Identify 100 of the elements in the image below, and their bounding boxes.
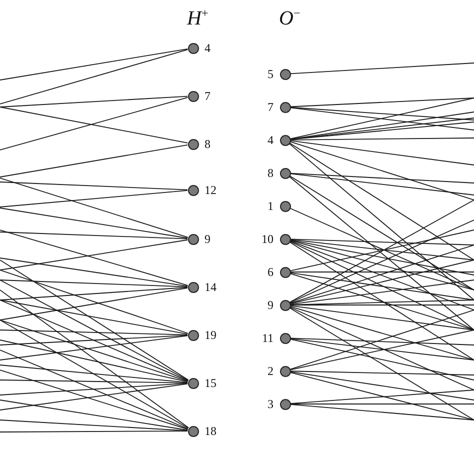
edge-line [290, 230, 474, 272]
edge-line [290, 280, 474, 305]
edge-line [290, 238, 474, 246]
edge-line [290, 98, 474, 140]
edge-line [290, 272, 474, 300]
node-label: 9 [204, 232, 210, 246]
edge-line [290, 306, 474, 360]
node-label: 9 [268, 298, 274, 312]
graph-node [268, 133, 290, 147]
edge-line [290, 138, 474, 140]
node-label: 14 [204, 280, 216, 294]
edge-line [0, 96, 188, 108]
graph-node [268, 166, 290, 180]
edge-line [290, 240, 474, 330]
edge-line [290, 338, 474, 380]
edge-line [0, 420, 188, 432]
edge-line [0, 232, 188, 240]
edge-line [290, 304, 474, 306]
edge-line [290, 240, 474, 276]
edge-line [0, 208, 188, 239]
graph-node [268, 67, 290, 81]
graph-node [188, 328, 216, 342]
edge-line [290, 338, 474, 346]
edge-line [0, 320, 188, 382]
graph-node [268, 199, 290, 213]
edge-line [290, 112, 474, 140]
node-label: 15 [204, 376, 216, 390]
edge-line [290, 106, 474, 120]
edge-line [290, 305, 474, 330]
column-heading: O$^{−}$ [279, 6, 300, 31]
edge-line [0, 178, 188, 238]
edge-line [0, 320, 189, 429]
edge-line [290, 240, 474, 310]
edge-line [0, 350, 188, 430]
edge-line [0, 190, 188, 208]
edge-line [0, 97, 188, 150]
node-label: 12 [204, 183, 216, 197]
edge-line [290, 370, 474, 376]
edge-line [290, 208, 474, 290]
edge-line [0, 335, 188, 360]
edge-line [0, 258, 188, 287]
edge-line [0, 300, 188, 382]
edge-line [290, 260, 474, 304]
node-label: 2 [268, 364, 274, 378]
node-label: 8 [204, 137, 210, 151]
graph-node [262, 331, 290, 345]
graph-node [268, 100, 290, 114]
edge-line [0, 380, 188, 384]
edge-line [290, 122, 474, 140]
edge-line [290, 338, 474, 360]
edge-line [0, 239, 188, 270]
node-label: 8 [268, 166, 274, 180]
edge-line [289, 200, 474, 303]
edge-line [290, 239, 474, 260]
edge-line [0, 48, 188, 80]
edge-line [0, 144, 188, 178]
edge-line [0, 280, 188, 288]
edge-line [290, 172, 474, 184]
node-label: 11 [262, 331, 274, 345]
graph-node [268, 364, 290, 378]
graph-node [188, 232, 210, 246]
graph-node [188, 137, 210, 151]
edge-line [289, 242, 474, 360]
edge-line [290, 140, 474, 166]
edge-line [290, 371, 474, 400]
edge-line [289, 142, 474, 260]
edge-line [0, 430, 188, 432]
node-label: 7 [204, 89, 210, 103]
edge-line [290, 62, 474, 74]
node-label: 4 [268, 133, 274, 147]
node-label: 7 [268, 100, 274, 114]
edge-line [0, 382, 188, 396]
node-label: 6 [268, 265, 274, 279]
edge-line [290, 107, 474, 130]
edge-line [0, 290, 189, 428]
graph-node [188, 183, 216, 197]
graph-node [268, 265, 290, 279]
edge-line [0, 286, 188, 300]
node-label: 5 [268, 67, 274, 81]
graph-node [268, 397, 290, 411]
edge-line [0, 364, 188, 383]
edge-line [0, 340, 188, 382]
node-label: 3 [268, 397, 274, 411]
graph-node [188, 424, 216, 438]
edge-line [0, 400, 188, 431]
edge-line [290, 220, 474, 304]
edge-line [290, 310, 474, 370]
node-label: 18 [204, 424, 216, 438]
edge-line [289, 175, 474, 290]
edge-line [290, 330, 474, 370]
edge-line [0, 300, 188, 334]
column-heading: H$^{+}$ [187, 6, 208, 31]
graph-node [188, 376, 216, 390]
edge-line [290, 244, 474, 304]
edge-line [290, 173, 474, 196]
node-label: 10 [262, 232, 274, 246]
edge-line [289, 307, 474, 420]
edge-line [0, 287, 188, 320]
graph-node [268, 298, 290, 312]
edge-line [0, 370, 188, 430]
